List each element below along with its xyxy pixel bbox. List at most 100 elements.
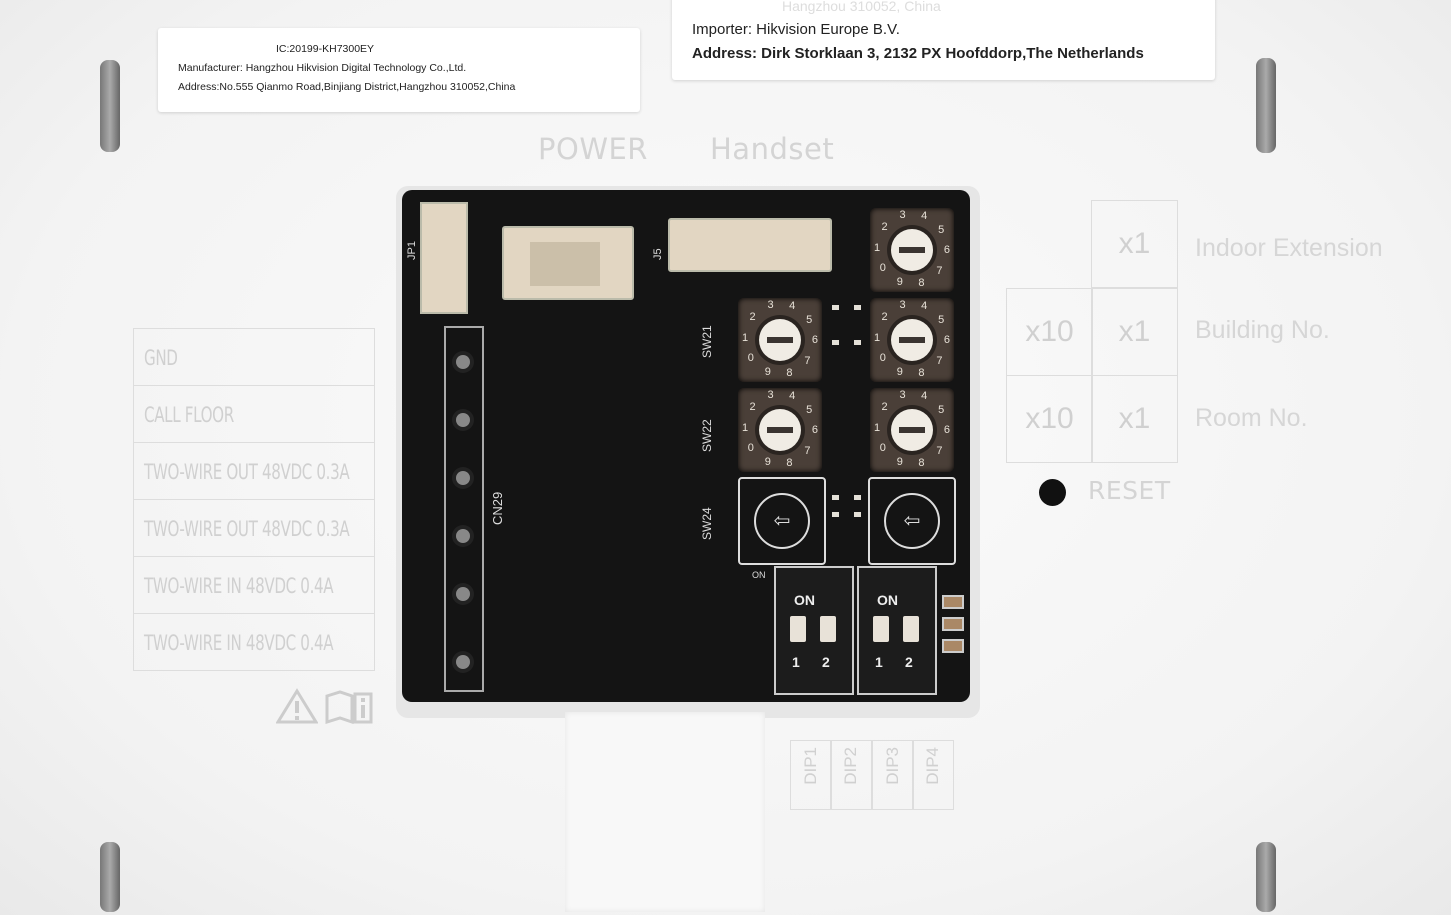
terminal-screw[interactable] (456, 471, 470, 485)
dip-switch-3[interactable] (873, 616, 889, 642)
dial-digit: 4 (789, 390, 796, 403)
dial-digit: 5 (938, 313, 945, 326)
dial-digit: 9 (764, 365, 771, 378)
terminal-label: GND (144, 346, 178, 370)
ic-number: IC:20199-KH7300EY (276, 43, 375, 55)
dial-digit: 7 (804, 444, 811, 457)
dial-digit: 3 (899, 209, 906, 222)
dial-digit: 0 (747, 442, 754, 455)
terminal-screw[interactable] (456, 529, 470, 543)
power-connector-socket (530, 242, 600, 286)
dial-digit: 8 (918, 366, 925, 379)
cn29-silk: CN29 (490, 491, 505, 525)
indoor-extension-x1: x1 (1091, 200, 1178, 288)
dial-digit: 6 (811, 334, 819, 347)
dial-digit: 7 (936, 264, 943, 277)
jp1-connector (420, 202, 468, 314)
sw24-footprint: ⇦ (738, 477, 826, 565)
terminal-screw[interactable] (456, 587, 470, 601)
terminal-row: GND (134, 329, 374, 386)
terminal-row: TWO-WIRE OUT 48VDC 0.3A (134, 500, 374, 557)
dip-number: 1 (792, 654, 800, 670)
mounting-slot (100, 842, 120, 912)
dip-switch-2[interactable] (820, 616, 836, 642)
dial-digit: 7 (804, 354, 811, 367)
dial-digit: 3 (767, 389, 774, 402)
dip-label: DIP3 (883, 747, 902, 785)
dial-digit: 0 (747, 352, 754, 365)
dial-digit: 1 (873, 241, 881, 254)
dial-digit: 9 (896, 455, 903, 468)
terminal-row: CALL FLOOR (134, 386, 374, 443)
dial-digit: 4 (921, 390, 928, 403)
building-x1: x1 (1091, 288, 1178, 376)
jp1-silk: JP1 (406, 241, 418, 260)
dial-digit: 4 (789, 300, 796, 313)
terminal-screw[interactable] (456, 655, 470, 669)
dip-number: 2 (905, 654, 913, 670)
dial-digit: 6 (811, 424, 819, 437)
sw21-silk: SW21 (700, 325, 714, 358)
dial-digit: 8 (918, 276, 925, 289)
manual-icon (324, 688, 374, 729)
dip-switch-4[interactable] (903, 616, 919, 642)
cn29-terminal-block[interactable] (444, 326, 484, 692)
reset-button[interactable] (1039, 479, 1066, 506)
dip-on-label: ON (877, 592, 898, 608)
dial-digit: 4 (921, 210, 928, 223)
dial-digit: 3 (899, 389, 906, 402)
dip-on-label: ON (794, 592, 815, 608)
dip-switch-block[interactable]: ON 1 2 (857, 566, 937, 695)
mounting-slot (1256, 58, 1276, 153)
terminal-label: TWO-WIRE OUT 48VDC 0.3A (144, 517, 350, 541)
dial-digit: 8 (786, 366, 793, 379)
mounting-tab (565, 712, 765, 912)
led (942, 617, 964, 631)
terminal-label: TWO-WIRE OUT 48VDC 0.3A (144, 460, 350, 484)
dial-digit: 9 (896, 275, 903, 288)
arrow-icon: ⇦ (884, 493, 940, 549)
dial-digit: 1 (741, 421, 749, 434)
dip-switch-1[interactable] (790, 616, 806, 642)
dial-digit: 6 (943, 424, 951, 437)
dial-digit: 0 (879, 352, 886, 365)
mounting-slot (1256, 842, 1276, 912)
room-x10: x10 (1006, 375, 1093, 463)
room-no-label: Room No. (1195, 404, 1308, 432)
terminal-row: TWO-WIRE IN 48VDC 0.4A (134, 557, 374, 614)
building-no-label: Building No. (1195, 316, 1330, 344)
importer-text: Importer: Hikvision Europe B.V. (692, 21, 900, 38)
indoor-extension-label: Indoor Extension (1195, 234, 1383, 262)
dial-digit: 2 (881, 401, 888, 414)
building-x10: x10 (1006, 288, 1093, 376)
terminal-screw[interactable] (456, 413, 470, 427)
handset-connector-j5 (668, 218, 832, 272)
sw22-silk: SW22 (700, 419, 714, 452)
terminal-label: TWO-WIRE IN 48VDC 0.4A (144, 631, 334, 655)
power-port-label: POWER (538, 132, 648, 166)
dial-digit: 5 (938, 223, 945, 236)
manufacturer-label: IC:20199-KH7300EY Manufacturer: Hangzhou… (158, 28, 640, 112)
dip-switch-block[interactable]: ON 1 2 (774, 566, 854, 695)
terminal-label: TWO-WIRE IN 48VDC 0.4A (144, 574, 334, 598)
mounting-slot (100, 60, 120, 152)
dip-label: DIP2 (841, 747, 860, 785)
dial-digit: 2 (749, 401, 756, 414)
dip-label: DIP4 (923, 747, 942, 785)
label-cut-line: Hangzhou 310052, China (782, 0, 941, 14)
dial-digit: 3 (899, 299, 906, 312)
handset-port-label: Handset (710, 132, 835, 166)
dial-digit: 5 (806, 313, 813, 326)
dial-digit: 9 (764, 455, 771, 468)
dial-digit: 6 (943, 334, 951, 347)
sw24-silk: SW24 (700, 507, 714, 540)
importer-label: Hangzhou 310052, China Importer: Hikvisi… (672, 0, 1215, 80)
dial-digit: 5 (938, 403, 945, 416)
dip-label-table: DIP1 DIP2 DIP3 DIP4 (790, 740, 954, 810)
terminal-screw[interactable] (456, 355, 470, 369)
